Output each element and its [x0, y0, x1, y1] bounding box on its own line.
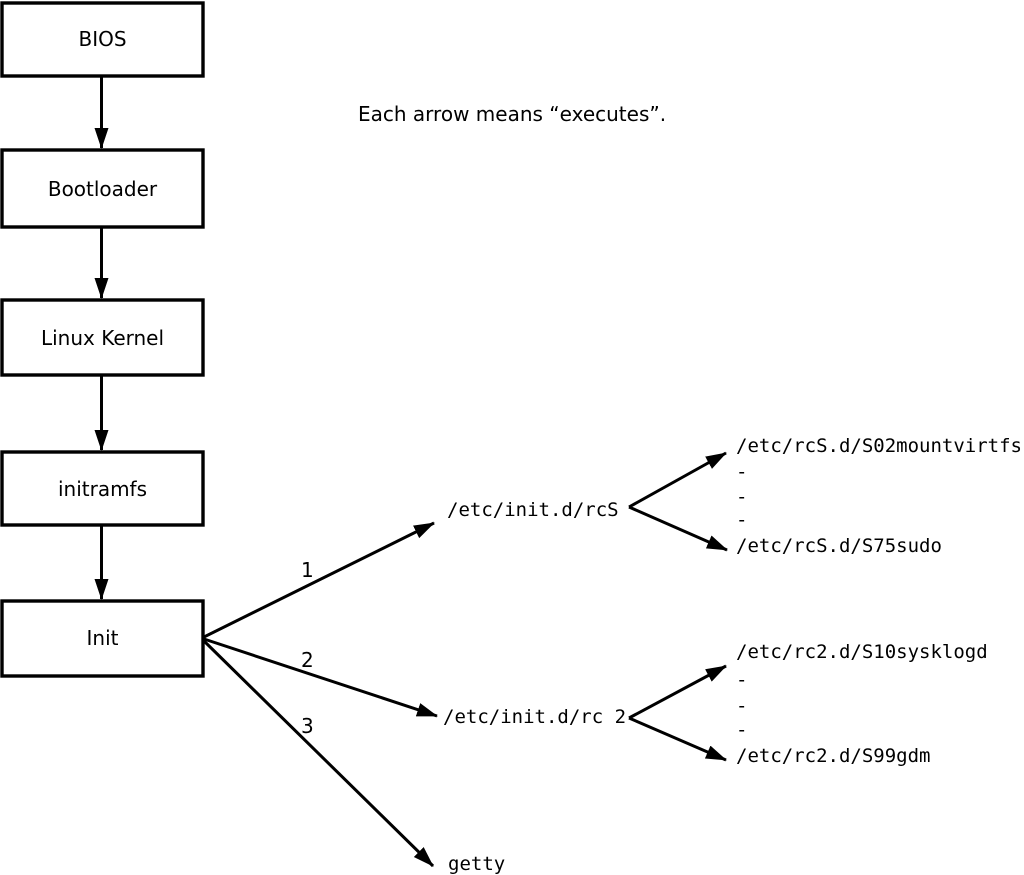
branch-label-1: 1: [301, 558, 314, 582]
rcs-child-ellipsis-1: -: [736, 461, 747, 483]
arrow-init-to-rc2: [203, 637, 438, 718]
rc2-child-s10sysklogd: /etc/rc2.d/S10sysklogd: [736, 641, 988, 663]
caption-text: Each arrow means “executes”.: [358, 102, 666, 126]
fork-rcs-upper-arrow: [628, 451, 727, 509]
box-initramfs-label: initramfs: [58, 477, 147, 501]
rc2-child-ellipsis-3: -: [736, 719, 747, 741]
rc2-child-ellipsis-2: -: [736, 695, 747, 717]
fork-rcs-lower-arrow: [628, 505, 728, 552]
box-initramfs: [0, 450, 205, 527]
box-linux-kernel: [0, 298, 205, 377]
box-bootloader-label: Bootloader: [48, 177, 158, 201]
rcs-child-ellipsis-2: -: [736, 486, 747, 508]
node-etc-init-d-rc2: /etc/init.d/rc 2: [443, 706, 626, 728]
box-init-label: Init: [87, 626, 119, 650]
box-bios-label: BIOS: [78, 27, 126, 51]
arrow-init-to-rcs: [203, 521, 435, 639]
box-bios: [0, 1, 205, 78]
node-getty: getty: [448, 853, 505, 875]
fork-rc2-lower-arrow: [628, 716, 727, 762]
fork-rc2-upper-arrow: [628, 664, 727, 720]
box-linux-kernel-label: Linux Kernel: [41, 326, 164, 350]
branch-label-2: 2: [301, 648, 314, 672]
arrow-init-to-getty: [202, 639, 435, 868]
rc2-child-s99gdm: /etc/rc2.d/S99gdm: [736, 745, 930, 767]
rcs-child-ellipsis-3: -: [736, 509, 747, 531]
box-bootloader: [0, 148, 205, 229]
node-etc-init-d-rcs: /etc/init.d/rcS: [447, 499, 619, 521]
rcs-child-s75sudo: /etc/rcS.d/S75sudo: [736, 535, 942, 557]
box-init: [0, 599, 205, 678]
rc2-child-ellipsis-1: -: [736, 669, 747, 691]
rcs-child-s02mountvirtfs: /etc/rcS.d/S02mountvirtfs: [736, 435, 1022, 457]
branch-label-3: 3: [301, 714, 314, 738]
